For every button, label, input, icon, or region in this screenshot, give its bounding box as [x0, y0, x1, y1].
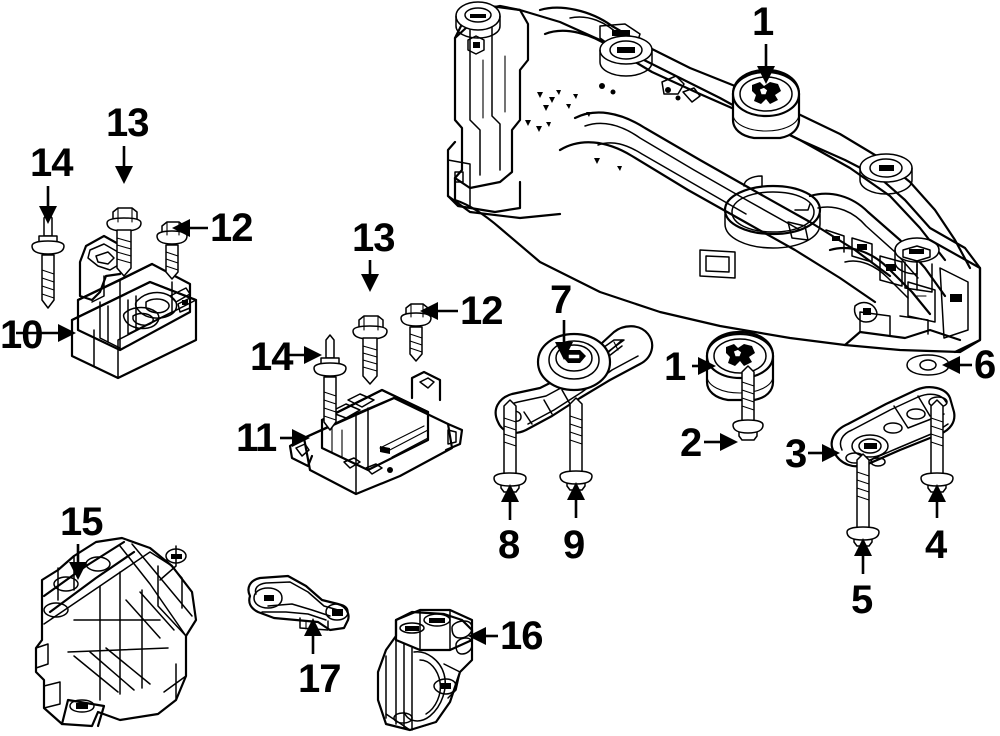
part-14-stud-bolt-a — [31, 212, 65, 309]
callout-14-b[interactable]: 14 — [250, 335, 293, 379]
part-16-engine-mount-bracket — [376, 608, 474, 732]
front-crossmember-subframe — [446, 1, 982, 354]
callout-1-lower[interactable]: 1 — [664, 345, 686, 389]
part-15-mount-support-bracket — [34, 536, 198, 728]
callout-2[interactable]: 2 — [680, 421, 702, 465]
callout-16[interactable]: 16 — [500, 614, 543, 658]
callout-12-a[interactable]: 12 — [210, 206, 253, 250]
callout-9[interactable]: 9 — [563, 523, 585, 567]
callout-15[interactable]: 15 — [60, 500, 103, 544]
callout-11[interactable]: 11 — [236, 416, 277, 460]
part-1-mount-bushing-lower — [705, 330, 775, 402]
part-10-engine-mount — [70, 234, 198, 380]
part-13-flange-bolt-b — [352, 315, 388, 385]
part-4-long-bolt — [920, 399, 954, 493]
callout-6[interactable]: 6 — [974, 343, 996, 387]
callout-10[interactable]: 10 — [0, 313, 43, 357]
callout-1-upper[interactable]: 1 — [752, 0, 774, 44]
callout-5[interactable]: 5 — [851, 578, 873, 622]
callout-8[interactable]: 8 — [498, 523, 520, 567]
callout-4[interactable]: 4 — [925, 523, 947, 567]
callout-3[interactable]: 3 — [785, 432, 807, 476]
part-11-transmission-mount — [288, 370, 464, 496]
callout-13-b[interactable]: 13 — [352, 216, 395, 260]
callout-leaders — [16, 44, 972, 654]
callout-17[interactable]: 17 — [298, 657, 341, 701]
callout-14-a[interactable]: 14 — [30, 141, 73, 185]
part-9-long-bolt — [559, 397, 593, 491]
part-17-torque-rod — [247, 574, 350, 632]
callout-13-a[interactable]: 13 — [106, 101, 149, 145]
callout-7[interactable]: 7 — [550, 278, 572, 322]
part-13-flange-bolt-a — [106, 207, 142, 277]
part-8-long-bolt — [493, 399, 527, 493]
part-5-long-bolt — [846, 453, 880, 547]
callout-12-b[interactable]: 12 — [460, 289, 503, 333]
